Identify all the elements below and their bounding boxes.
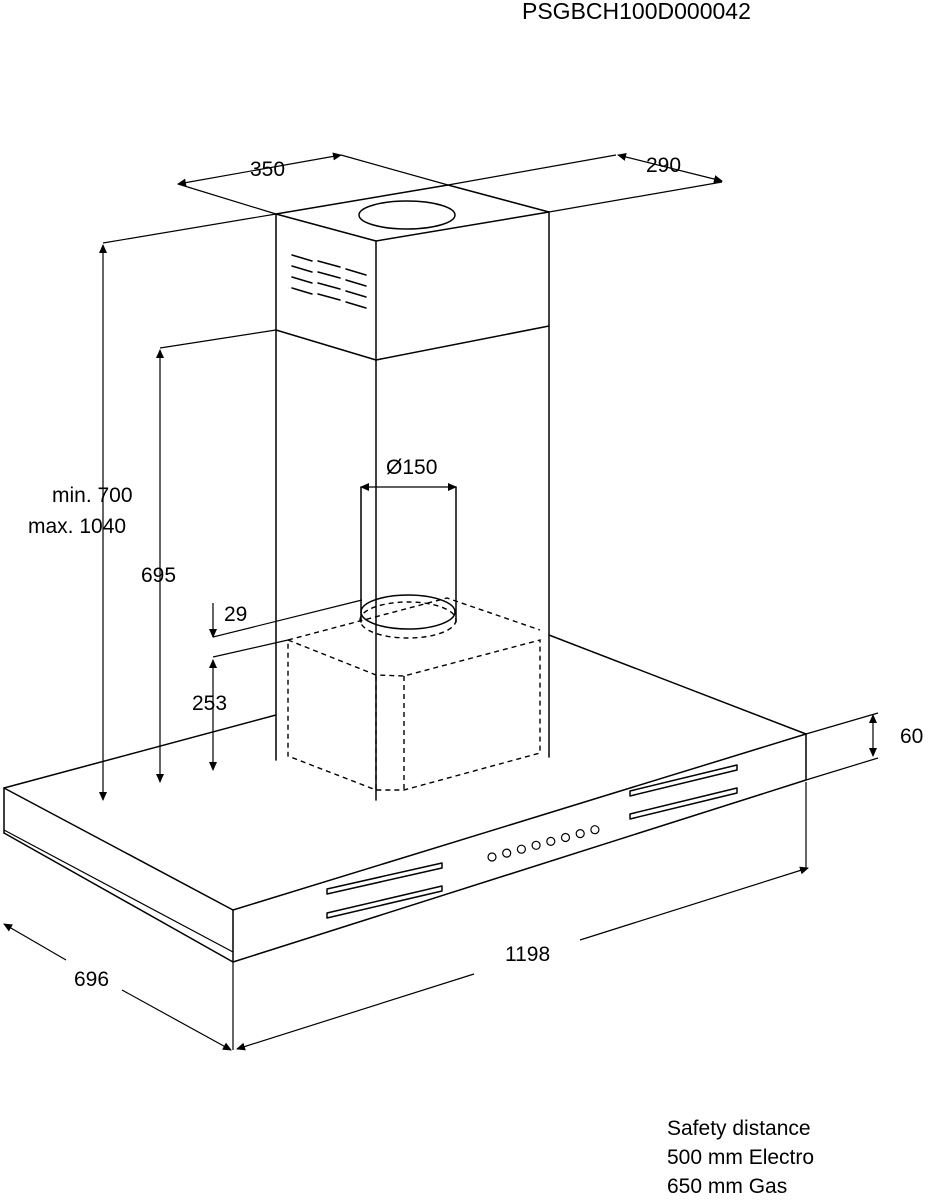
dimension-lines [3,152,879,1051]
control-button [531,840,541,850]
control-button [502,848,512,858]
filter-slots [326,764,738,919]
label-duct-diameter: Ø150 [386,456,438,479]
control-button [560,832,571,843]
safety-title: Safety distance [667,1117,811,1140]
control-button [516,844,527,854]
label-offset-29: 29 [224,603,248,626]
safety-electro: 500 mm Electro [667,1146,815,1170]
safety-gas: 650 mm Gas [667,1175,788,1199]
label-height-253: 253 [192,692,228,715]
control-button [546,836,556,847]
label-chimney-width: 350 [250,158,286,181]
motor-box-hidden [287,597,541,791]
vent-slots [291,254,367,309]
label-height-max: max. 1040 [28,515,127,538]
label-chimney-depth: 290 [646,154,682,177]
label-height-695: 695 [141,564,177,587]
label-height-min: min. 700 [52,484,133,507]
chimney [275,184,550,801]
document-code: PSGBCH100D000042 [522,0,751,24]
label-hood-depth: 696 [74,968,110,991]
canopy [3,634,807,963]
control-buttons [487,825,600,862]
label-hood-width: 1198 [505,943,551,966]
control-button [590,825,600,835]
label-canopy-thickness: 60 [900,725,924,748]
control-button [575,828,585,839]
safety-note: Safety distance 500 mm Electro 650 mm Ga… [667,1117,814,1199]
internal-duct [359,486,457,639]
control-button [487,852,497,862]
